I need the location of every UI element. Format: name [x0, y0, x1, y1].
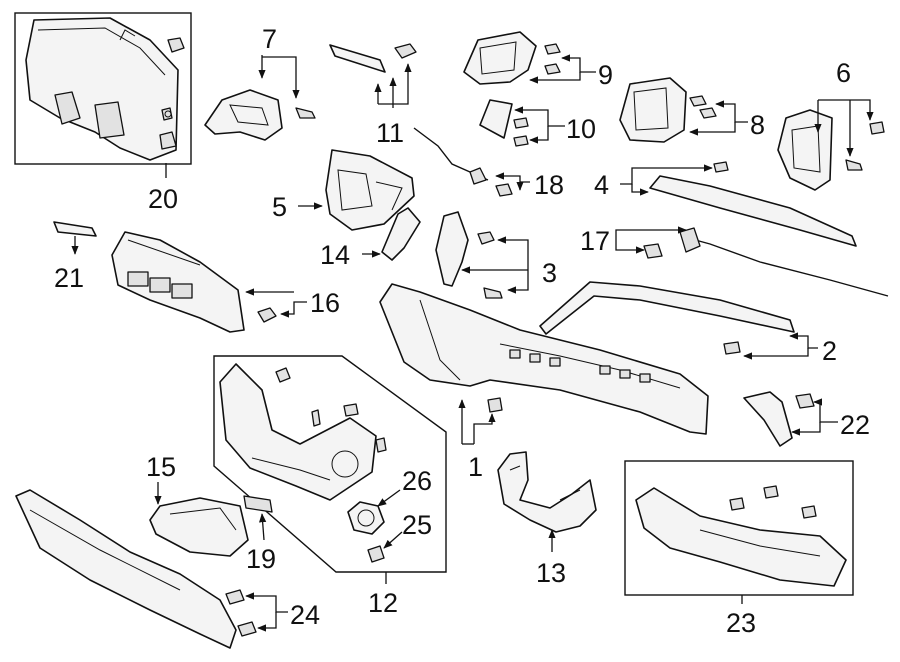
part-26-knob: [347, 501, 385, 535]
part-13-bracket: [497, 451, 597, 533]
group-box-23: [624, 460, 854, 596]
part-6-vent: [777, 109, 885, 191]
part-16-lower-panel: [111, 231, 245, 333]
part-12-console-side: [219, 363, 387, 501]
part-22-trim: [743, 391, 815, 447]
callout-8: 8: [750, 110, 765, 140]
callout-22: 22: [840, 410, 870, 440]
part-9-vent: [463, 31, 561, 85]
callout-1: 1: [468, 452, 483, 482]
part-21-trim-strip: [53, 221, 97, 237]
part-19-clip: [243, 495, 273, 513]
part-10-trim: [479, 99, 529, 147]
part-18-harness: [413, 127, 513, 197]
part-23-glove-box: [635, 485, 847, 587]
callout-11: 11: [376, 118, 404, 148]
group-box-12: [213, 355, 447, 573]
callout-26: 26: [402, 466, 432, 496]
callout-18: 18: [534, 170, 564, 200]
callout-17: 17: [580, 226, 610, 256]
callout-15: 15: [146, 452, 176, 482]
callout-20: 20: [148, 184, 178, 214]
callout-24: 24: [290, 600, 320, 630]
part-7-vent: [204, 89, 316, 141]
callout-4: 4: [594, 170, 609, 200]
part-2-trim-strip: [539, 281, 795, 355]
callout-12: 12: [368, 588, 398, 618]
part-20-cluster-hood: [25, 17, 179, 161]
callout-5: 5: [272, 192, 287, 222]
part-24-lower-trim: [15, 489, 257, 649]
part-14-trim: [381, 207, 421, 261]
callout-7: 7: [262, 24, 277, 54]
callout-14: 14: [320, 240, 350, 270]
part-4-dash-pad: [649, 161, 857, 247]
callout-13: 13: [536, 558, 566, 588]
callout-23: 23: [726, 608, 756, 638]
part-16-clip: [257, 307, 277, 323]
callout-21: 21: [54, 263, 84, 293]
callout-25: 25: [402, 510, 432, 540]
part-3-bracket: [435, 211, 503, 299]
part-20-clips: [159, 37, 185, 150]
callout-2: 2: [822, 336, 837, 366]
part-17-harness: [643, 227, 889, 297]
part-11-strip: [329, 43, 417, 73]
part-15-module: [149, 497, 249, 557]
part-5-center-bezel: [325, 149, 415, 231]
callout-6: 6: [836, 58, 851, 88]
part-25-clip: [367, 545, 385, 563]
callout-3: 3: [542, 258, 557, 288]
group-box-20: [14, 12, 192, 165]
callout-16: 16: [310, 288, 340, 318]
callout-10: 10: [566, 114, 596, 144]
callout-9: 9: [598, 60, 613, 90]
callout-19: 19: [246, 544, 276, 574]
part-1-instrument-panel: [379, 283, 709, 435]
part-8-vent: [619, 77, 717, 143]
